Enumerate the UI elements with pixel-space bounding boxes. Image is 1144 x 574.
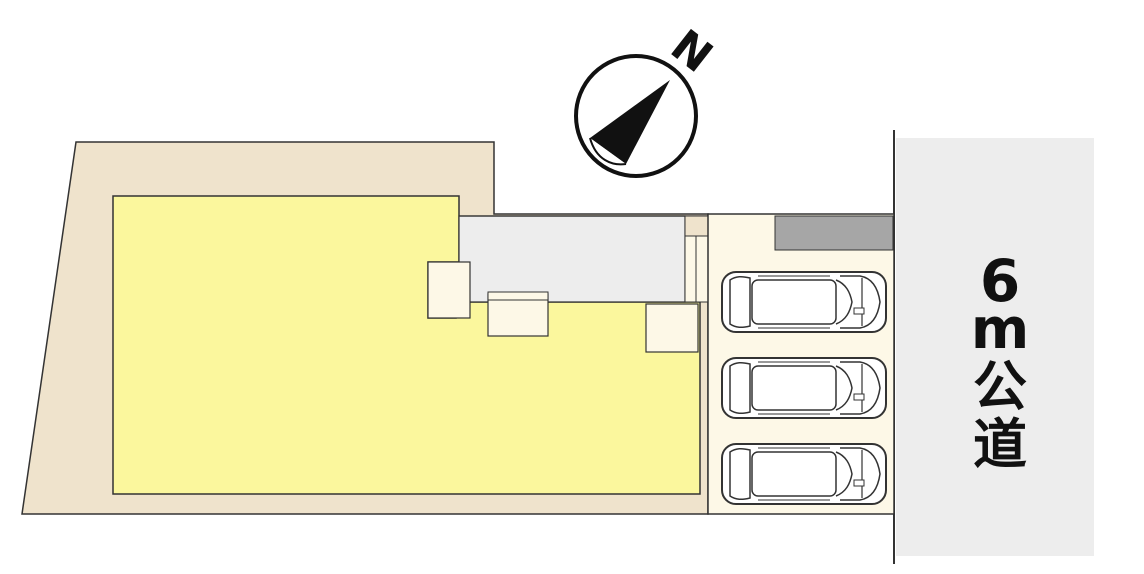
road-label: 6 m 公 道: [955, 252, 1045, 476]
porch-middle-top: [487, 291, 549, 301]
road-label-char: 公: [973, 355, 1027, 418]
road-area: [896, 138, 1094, 556]
car-icon: [721, 357, 887, 419]
north-arrow-icon: [574, 54, 698, 178]
car-group: [721, 271, 887, 505]
side-strip-top: [684, 215, 709, 237]
paved-area: [458, 215, 686, 303]
porch-left: [427, 261, 471, 319]
car-icon: [721, 443, 887, 505]
road-label-char: 道: [973, 413, 1027, 476]
porch-right: [645, 303, 699, 353]
boundary-wall: [774, 215, 894, 251]
road-label-char: m: [970, 297, 1030, 362]
road-label-char: 6: [979, 247, 1021, 315]
car-icon: [721, 271, 887, 333]
